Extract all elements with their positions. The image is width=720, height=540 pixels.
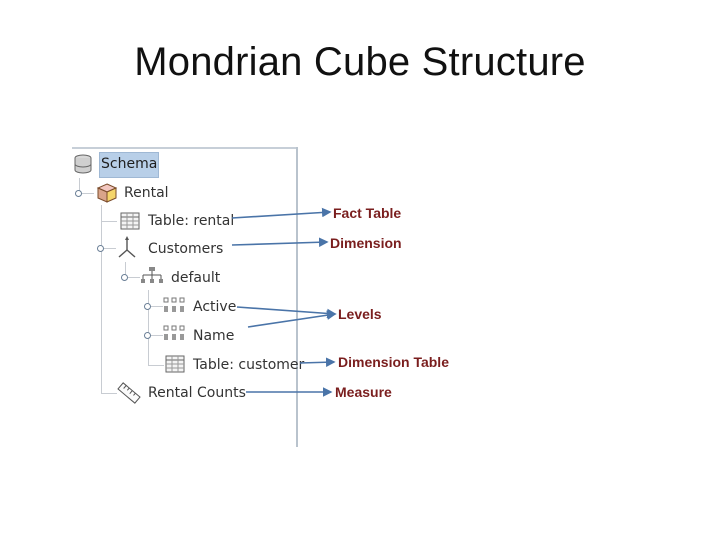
tree-guide xyxy=(125,262,126,280)
database-icon xyxy=(72,153,94,180)
tree-guide xyxy=(82,193,94,194)
arrow-level-active xyxy=(236,306,337,319)
expand-toggle-icon[interactable] xyxy=(75,190,82,197)
schema-selection[interactable] xyxy=(99,152,159,178)
tree-node-dimension-table[interactable]: Table: customer xyxy=(193,357,305,373)
tree-node-measure[interactable]: Rental Counts xyxy=(148,385,246,401)
table-icon xyxy=(165,355,185,378)
tree-guide xyxy=(151,306,163,307)
annotation-levels: Levels xyxy=(338,306,382,322)
panel-top-border xyxy=(72,147,298,149)
tree-node-dimension[interactable]: Customers xyxy=(148,241,224,257)
arrow-level-name xyxy=(247,310,337,328)
arrow-fact-table xyxy=(231,207,332,219)
level-icon xyxy=(163,296,187,321)
arrow-dimension-table xyxy=(299,357,336,368)
tree-node-cube[interactable]: Rental xyxy=(124,185,169,201)
expand-toggle-icon[interactable] xyxy=(97,245,104,252)
tree-guide xyxy=(101,221,117,222)
tree-guide xyxy=(148,290,149,366)
tree-node-level-active[interactable]: Active xyxy=(193,299,237,315)
annotation-dimension-table: Dimension Table xyxy=(338,354,449,370)
slide-title: Mondrian Cube Structure xyxy=(134,40,586,84)
tree-node-level-name[interactable]: Name xyxy=(193,328,235,344)
tree-guide xyxy=(79,178,80,194)
annotation-measure: Measure xyxy=(335,384,392,400)
level-icon xyxy=(163,324,187,349)
annotation-dimension: Dimension xyxy=(330,235,402,251)
hierarchy-icon xyxy=(140,266,164,291)
dimension-icon xyxy=(116,236,138,265)
expand-toggle-icon[interactable] xyxy=(144,332,151,339)
tree-guide xyxy=(101,393,117,394)
tree-node-schema[interactable]: Schema xyxy=(101,156,158,172)
tree-guide xyxy=(148,365,164,366)
tree-node-hierarchy[interactable]: default xyxy=(171,270,221,286)
arrow-dimension xyxy=(231,237,329,248)
expand-toggle-icon[interactable] xyxy=(121,274,128,281)
tree-node-fact-table[interactable]: Table: rental xyxy=(148,213,235,229)
tree-guide xyxy=(151,335,163,336)
table-icon xyxy=(120,212,140,235)
ruler-icon xyxy=(116,380,142,411)
tree-guide xyxy=(104,248,116,249)
panel-right-border[interactable] xyxy=(296,147,298,447)
cube-icon xyxy=(96,182,118,209)
tree-guide xyxy=(101,205,102,393)
expand-toggle-icon[interactable] xyxy=(144,303,151,310)
annotation-fact-table: Fact Table xyxy=(333,205,402,221)
tree-guide xyxy=(128,277,140,278)
